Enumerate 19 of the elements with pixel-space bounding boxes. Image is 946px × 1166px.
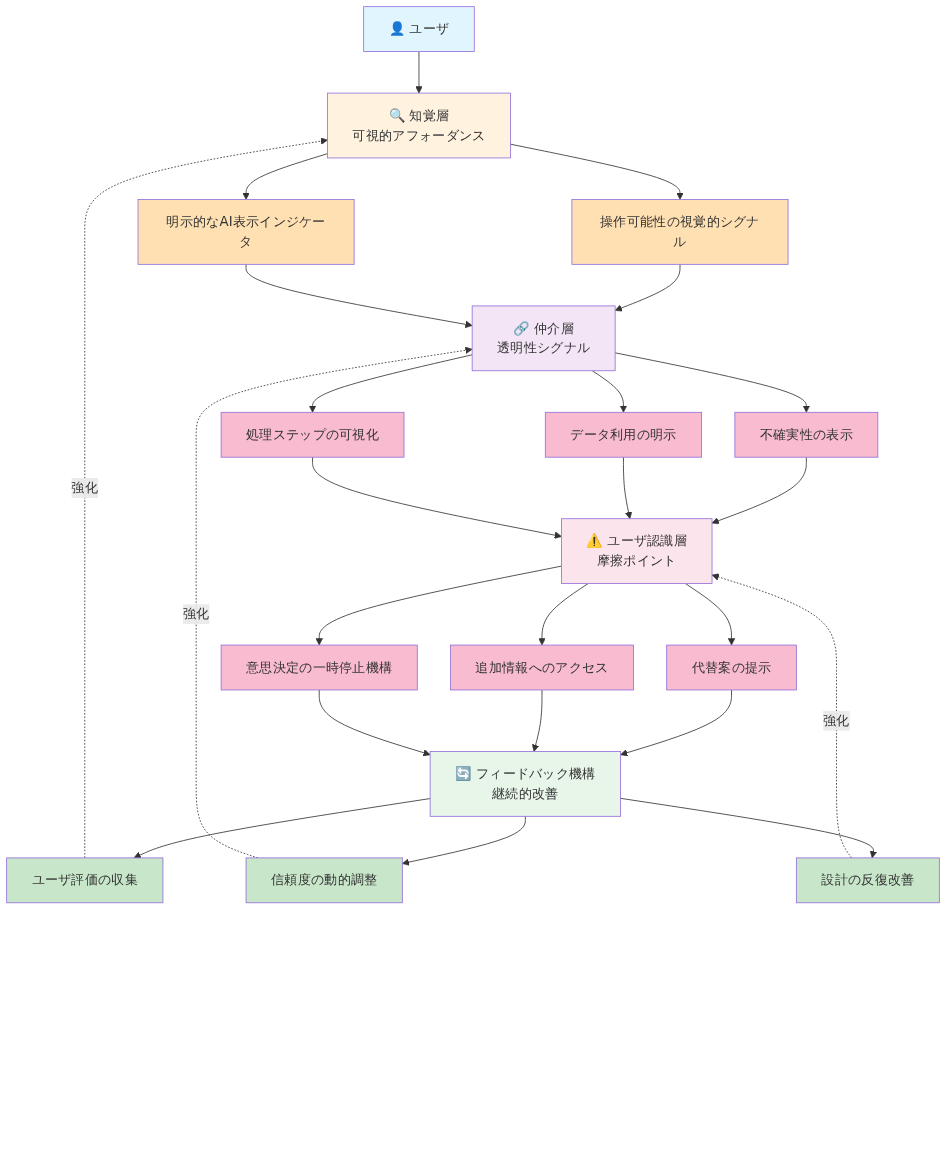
- edge-label: 強化: [823, 710, 850, 731]
- process-box: 🔗 仲介層 透明性シグナル: [471, 305, 616, 372]
- process-box: ⚠ ユーザ認識層 摩擦ポイント: [561, 518, 713, 584]
- process-box: 明示的なAI表示インジケータ: [137, 199, 355, 265]
- process-box: 代替案の提示: [666, 644, 797, 691]
- edge-label: 強化: [182, 604, 210, 625]
- process-box: 不確実性の表示: [734, 411, 879, 458]
- process-box: 🔄 フィードバック機構 継続的改善: [429, 751, 621, 817]
- process-box: 信頼度の動的調整: [245, 857, 403, 904]
- process-box: ユーザ評価の収集: [6, 857, 164, 904]
- process-box: 追加情報へのアクセス: [450, 644, 634, 691]
- edge-label: 強化: [71, 478, 99, 498]
- process-box: データ利用の明示: [544, 411, 702, 458]
- process-box: 意思決定の一時停止機構: [220, 644, 418, 691]
- process-box: 🔍 知覚層 可視的アフォーダンス: [327, 92, 511, 159]
- process-box: 操作可能性の視覚的シグナル: [571, 199, 789, 265]
- process-box: 👤 ユーザ: [363, 6, 475, 52]
- process-box: 処理ステップの可視化: [220, 411, 405, 458]
- process-box: 設計の反復改善: [795, 857, 940, 904]
